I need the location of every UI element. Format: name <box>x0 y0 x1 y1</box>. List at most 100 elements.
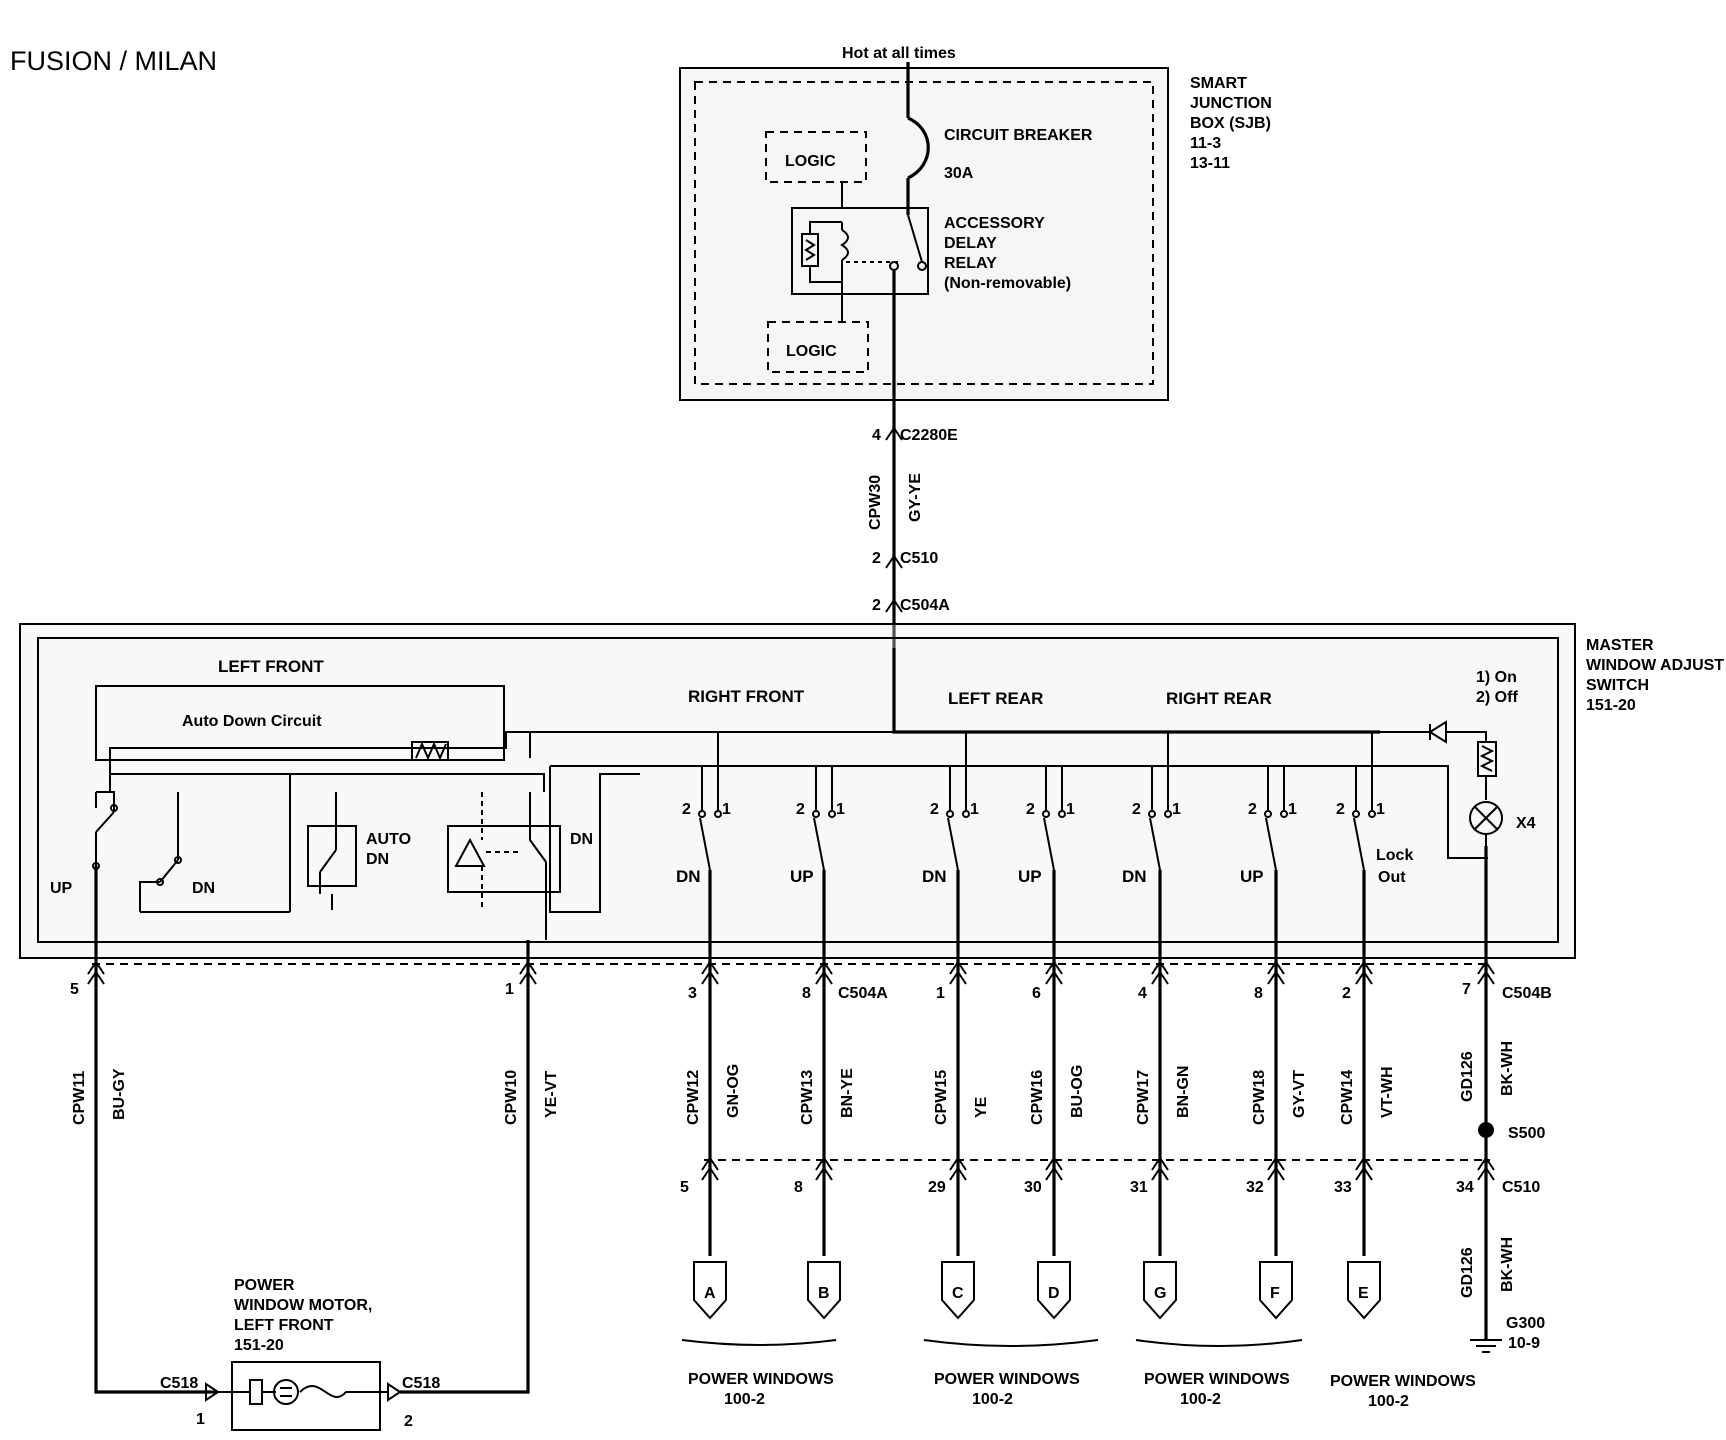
wire-pin-bottom: 5 <box>680 1179 689 1196</box>
switch-pin-1: 1 <box>1172 801 1181 818</box>
lamp-state-off: 2) Off <box>1476 689 1518 706</box>
motor-name-line: LEFT FRONT <box>234 1317 334 1334</box>
wire-circuit: CPW12 <box>685 1070 702 1125</box>
motor-name-line: POWER <box>234 1277 295 1294</box>
switch-blade <box>1353 817 1365 871</box>
right-front-label: RIGHT FRONT <box>688 687 805 706</box>
sjb-name-line: 11-3 <box>1190 135 1221 152</box>
destination-arrow <box>807 1261 841 1320</box>
sjb-name-line: 13-11 <box>1190 155 1230 172</box>
power-windows-label: POWER WINDOWS <box>688 1371 834 1388</box>
destination-arrow <box>1143 1261 1177 1320</box>
switch-direction-label: UP <box>1240 867 1264 886</box>
right-rear-label: RIGHT REAR <box>1166 689 1272 708</box>
circuit-breaker-label: CIRCUIT BREAKER <box>944 127 1093 144</box>
wire-circuit: CPW17 <box>1135 1070 1152 1125</box>
smart-junction-box: Hot at all times SMART JUNCTION BOX (SJB… <box>679 45 1272 425</box>
cpw11-circuit: CPW11 <box>71 1071 88 1125</box>
switch-contact <box>1264 810 1272 818</box>
switch-contact <box>946 810 954 818</box>
gd126-circuit: GD126 <box>1459 1051 1476 1102</box>
switch-contact <box>1164 810 1172 818</box>
wire-pin-bottom: 8 <box>794 1179 803 1196</box>
switch-direction-label: UP <box>1018 867 1042 886</box>
connector-c504a-symbol <box>815 960 833 985</box>
connector-c510-symbol <box>815 1156 833 1181</box>
wire-pin-top: 6 <box>1032 985 1041 1002</box>
destination-label: C <box>952 1285 964 1302</box>
circuit-breaker-symbol <box>907 116 930 180</box>
cpw10-circuit: CPW10 <box>503 1070 520 1125</box>
motor-icon <box>273 1379 299 1405</box>
lock-out-label-1: Lock <box>1376 847 1413 864</box>
switch-contact <box>812 810 820 818</box>
switch-pin-1: 1 <box>722 801 731 818</box>
c2280e-pin: 4 <box>872 427 881 444</box>
c510-label: C510 <box>900 550 938 567</box>
cpw11-color: BU-GY <box>111 1068 128 1120</box>
motor-name-line: 151-20 <box>234 1337 284 1354</box>
connector-c510-symbol <box>1267 1156 1285 1181</box>
switch-direction-label: DN <box>676 867 701 886</box>
wire-color: GY-VT <box>1291 1070 1308 1118</box>
connector-c510-symbol <box>885 554 903 569</box>
master-name-line: MASTER <box>1586 637 1654 654</box>
switch-pin-2: 2 <box>930 801 939 818</box>
connector-c504a-symbol <box>1355 960 1373 985</box>
sjb-name-line: SMART <box>1190 75 1247 92</box>
destination-arrow <box>693 1261 727 1320</box>
master-window-adjust-switch: MASTER WINDOW ADJUST SWITCH 151-20 LEFT … <box>19 623 1724 959</box>
wire-circuit: CPW18 <box>1251 1070 1268 1125</box>
switch-pin-1: 1 <box>1288 801 1297 818</box>
wire-pin-top: 3 <box>688 985 697 1002</box>
switch-contact <box>698 810 706 818</box>
feed-wire-cpw30: 4 C2280E CPW30 GY-YE 2 C510 2 C504A <box>867 425 958 648</box>
connector-c504a-symbol <box>701 960 719 985</box>
gd126-color: BK-WH <box>1499 1041 1516 1096</box>
circuit-breaker-rating: 30A <box>944 165 974 182</box>
hot-at-all-times-label: Hot at all times <box>842 45 956 62</box>
switch-direction-label: DN <box>922 867 947 886</box>
gd126-circuit-2: GD126 <box>1459 1247 1476 1298</box>
wire-color: VT-WH <box>1379 1066 1396 1118</box>
switch-blade <box>1149 817 1161 871</box>
power-windows-ref: 100-2 <box>724 1391 765 1408</box>
switch-contact <box>1042 810 1050 818</box>
wire-color: BN-GN <box>1175 1066 1192 1118</box>
destination-label: A <box>704 1285 716 1302</box>
s500-label: S500 <box>1508 1125 1545 1142</box>
c518-right-label: C518 <box>402 1375 440 1392</box>
switch-direction-label: UP <box>790 867 814 886</box>
power-windows-ref: 100-2 <box>1368 1393 1409 1410</box>
cpw11-pin: 5 <box>70 981 79 998</box>
switch-contact <box>962 810 970 818</box>
auto-dn-switch <box>307 825 357 887</box>
c504a-label: C504A <box>838 985 888 1002</box>
switch-pin-1: 1 <box>970 801 979 818</box>
auto-dn-label-2: DN <box>366 851 389 868</box>
motor-name-line: WINDOW MOTOR, <box>234 1297 372 1314</box>
wire-pin-top: 4 <box>1138 985 1147 1002</box>
destination-arrow <box>1347 1261 1381 1320</box>
relay-label-line: (Non-removable) <box>944 275 1071 292</box>
c504b-label: C504B <box>1502 985 1552 1002</box>
ground-circuit: 7 C504B GD126 BK-WH S500 34 C510 GD126 B… <box>1456 846 1552 1353</box>
wire-pin-bottom: 30 <box>1024 1179 1042 1196</box>
sjb-name-line: JUNCTION <box>1190 95 1272 112</box>
connector-c504a-feed-symbol <box>885 598 903 613</box>
relay-label-line: DELAY <box>944 235 997 252</box>
wire-color: BN-YE <box>839 1068 856 1118</box>
destination-label: G <box>1154 1285 1166 1302</box>
switch-contact <box>1280 810 1288 818</box>
switch-pin-2: 2 <box>1248 801 1257 818</box>
switch-pin-1: 1 <box>1376 801 1385 818</box>
cpw30-color: GY-YE <box>907 473 924 522</box>
switch-blade <box>813 817 825 871</box>
lock-out-label-2: Out <box>1378 869 1406 886</box>
auto-dn-label-1: AUTO <box>366 831 411 848</box>
dn-label: DN <box>192 880 215 897</box>
